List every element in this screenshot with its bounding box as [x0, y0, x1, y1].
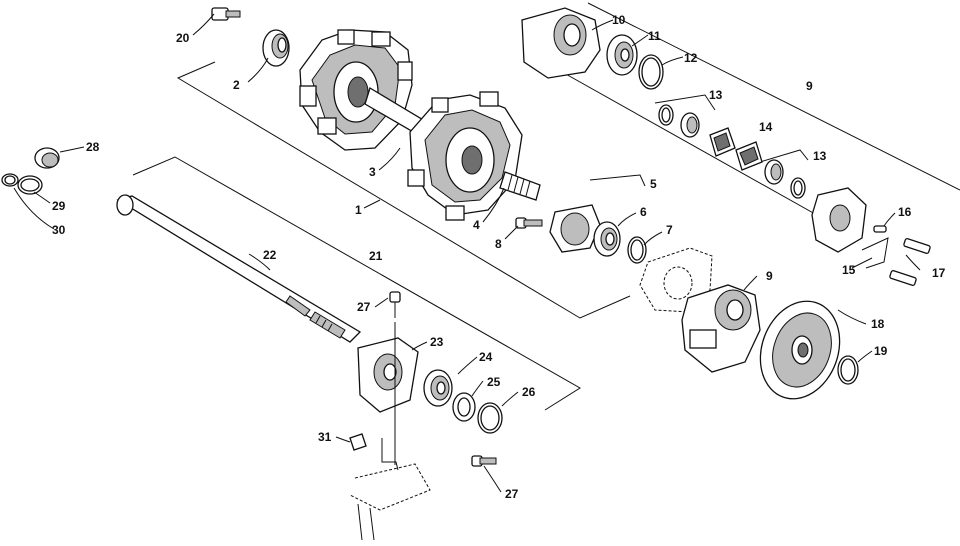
- part-17-bolts: [889, 238, 931, 286]
- callout-17: 17: [932, 266, 946, 280]
- callout-26: 26: [522, 385, 536, 399]
- part-caliper-half: [811, 187, 867, 253]
- part-13-bushing-lower: [764, 159, 806, 199]
- callout-28: 28: [86, 140, 100, 154]
- part-11-bearing: [606, 34, 638, 76]
- part-18-brake-disc: [759, 300, 841, 400]
- part-10-housing-upper: [521, 7, 601, 79]
- callout-5: 5: [650, 177, 657, 191]
- callout-16: 16: [898, 205, 912, 219]
- part-19-snap-ring: [837, 355, 859, 385]
- callout-13-lower: 13: [813, 149, 827, 163]
- part-27-bolts: [389, 291, 497, 467]
- leader-lines: [13, 13, 921, 493]
- callout-10: 10: [612, 13, 626, 27]
- callout-7: 7: [666, 223, 673, 237]
- part-16-pin: [873, 225, 887, 233]
- part-6-bearing: [593, 221, 621, 257]
- part-25-collar: [452, 392, 476, 422]
- callout-11: 11: [648, 29, 661, 43]
- part-28-cap: [34, 147, 60, 169]
- part-8-bolt: [515, 217, 543, 229]
- callout-31: 31: [318, 430, 332, 444]
- callout-27-lower: 27: [505, 487, 519, 501]
- callout-25: 25: [487, 375, 501, 389]
- callout-15: 15: [842, 263, 856, 277]
- callout-30: 30: [52, 223, 66, 237]
- callout-19: 19: [874, 344, 888, 358]
- callout-27-upper: 27: [357, 300, 371, 314]
- callout-24: 24: [479, 350, 493, 364]
- callout-6: 6: [640, 205, 647, 219]
- part-23-bearing-plate: [357, 337, 419, 413]
- part-5-flange: [549, 204, 601, 253]
- part-secondary-sprocket: [407, 91, 541, 221]
- callout-21: 21: [369, 249, 383, 263]
- callout-18: 18: [871, 317, 885, 331]
- part-15-clip: [861, 237, 889, 269]
- part-31-clip: [349, 433, 431, 541]
- callout-1: 1: [355, 203, 362, 217]
- part-24-bearing: [423, 369, 453, 407]
- callout-8: 8: [495, 237, 502, 251]
- callout-14: 14: [759, 120, 773, 134]
- callout-labels: 20 2 3 1 4 8 5 6 7 10 11 12 9 13 14 13 1…: [52, 13, 946, 501]
- part-29-clamp: [17, 175, 43, 195]
- bracket-lines: [132, 2, 960, 411]
- callout-9-upper: 9: [806, 79, 813, 93]
- callout-12: 12: [684, 51, 698, 65]
- part-2-seal: [262, 29, 290, 67]
- callout-4: 4: [473, 218, 480, 232]
- callout-23: 23: [430, 335, 444, 349]
- part-20-bolt: [211, 7, 241, 21]
- part-22-axle: [116, 194, 362, 343]
- part-7-snap-ring: [627, 236, 647, 264]
- part-14-brake-pads: [709, 127, 763, 171]
- callout-29: 29: [52, 199, 66, 213]
- callout-22: 22: [263, 248, 277, 262]
- part-9-chaincase-lower: [681, 284, 761, 373]
- callout-3: 3: [369, 165, 376, 179]
- part-13-bushing-upper: [658, 104, 700, 138]
- part-12-o-ring: [638, 54, 664, 90]
- callout-2: 2: [233, 78, 240, 92]
- callout-13-upper: 13: [709, 88, 723, 102]
- part-3-drive-sprocket: [299, 29, 471, 163]
- part-26-o-ring: [477, 402, 503, 434]
- part-30-clamp: [1, 173, 19, 187]
- callout-20: 20: [176, 31, 190, 45]
- callout-9-lower: 9: [766, 269, 773, 283]
